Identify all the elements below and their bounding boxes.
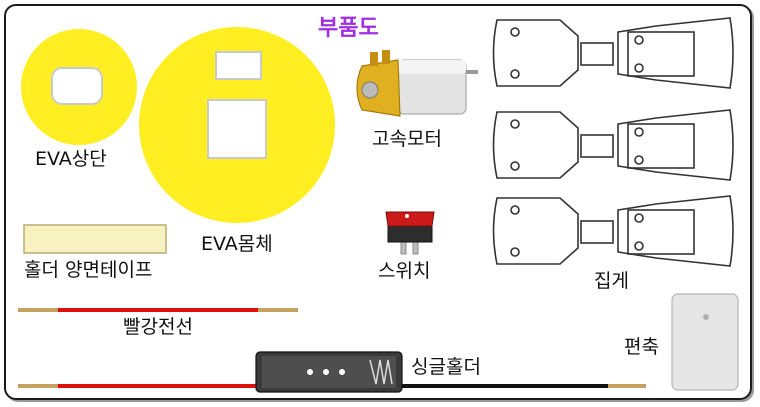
clip-drawings xyxy=(492,17,734,267)
label-holder: 싱글홀더 xyxy=(411,356,481,378)
label-switch: 스위치 xyxy=(378,260,431,282)
diagram-frame xyxy=(4,4,752,400)
tape-strip xyxy=(23,224,167,254)
motor-drawing xyxy=(356,50,478,117)
label-tape: 홀더 양면테이프 xyxy=(24,259,153,281)
label-eva-top: EVA상단 xyxy=(35,148,107,170)
piece-block-drawing xyxy=(671,293,739,391)
eva-body-disc xyxy=(139,27,335,223)
eva-top-disc xyxy=(21,29,137,145)
label-red-wire: 빨강전선 xyxy=(123,316,193,338)
label-motor: 고속모터 xyxy=(372,128,442,150)
label-clip: 집게 xyxy=(594,270,629,292)
switch-drawing xyxy=(385,211,435,255)
diagram-title: 부품도 xyxy=(318,16,379,41)
label-piece: 편축 xyxy=(624,336,659,358)
label-eva-body: EVA몸체 xyxy=(201,233,273,255)
single-holder-drawing xyxy=(18,351,646,393)
